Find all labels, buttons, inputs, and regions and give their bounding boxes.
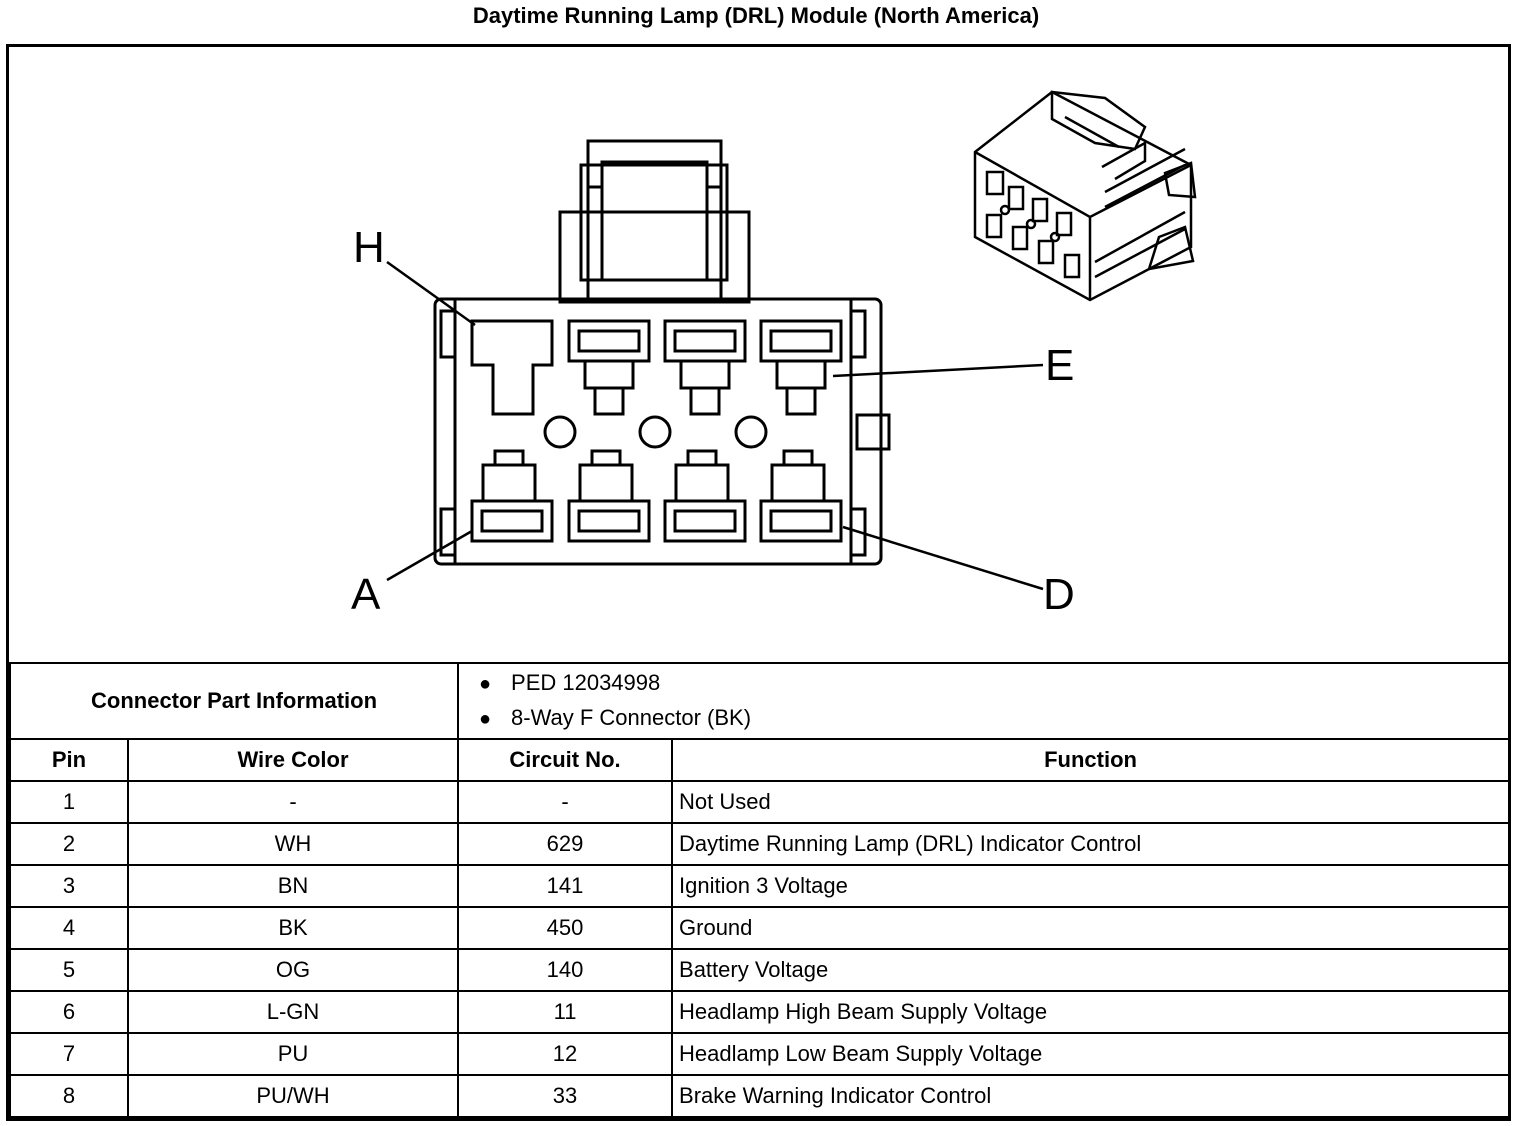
cavity-f <box>663 319 747 416</box>
circuit-cell: 11 <box>457 990 674 1034</box>
connector-info-list: PED 12034998 8-Way F Connector (BK) <box>457 662 1511 740</box>
pin-label-d: D <box>1043 570 1075 619</box>
table-header-row: Pin Wire Color Circuit No. Function <box>9 738 1511 782</box>
function-cell: Headlamp High Beam Supply Voltage <box>671 990 1511 1034</box>
latch-arm <box>586 139 723 302</box>
wire-color-cell: OG <box>126 948 460 992</box>
pin-cell: 1 <box>9 780 129 824</box>
table-row: 4 BK 450 Ground <box>9 906 1511 950</box>
table-row: 5 OG 140 Battery Voltage <box>9 948 1511 992</box>
pin-cell: 6 <box>9 990 129 1034</box>
header-pin: Pin <box>9 738 129 782</box>
connector-info-row: Connector Part Information PED 12034998 … <box>8 662 1511 740</box>
function-cell: Not Used <box>671 780 1511 824</box>
table-row: 7 PU 12 Headlamp Low Beam Supply Voltage <box>9 1032 1511 1076</box>
leader-h <box>386 260 476 327</box>
table-row: 8 PU/WH 33 Brake Warning Indicator Contr… <box>9 1074 1511 1118</box>
function-cell: Battery Voltage <box>671 948 1511 992</box>
cavity-a <box>470 449 554 543</box>
cavity-c <box>663 449 747 543</box>
diagram-frame: H E A D Connector Part Information PED 1… <box>6 44 1511 1121</box>
leader-a <box>386 529 473 582</box>
cavity-e <box>759 319 843 416</box>
connector-info-item: PED 12034998 <box>479 666 1508 701</box>
pin-cell: 8 <box>9 1074 129 1118</box>
function-cell: Ground <box>671 906 1511 950</box>
wire-color-cell: WH <box>126 822 460 866</box>
header-function: Function <box>671 738 1511 782</box>
table-row: 6 L-GN 11 Headlamp High Beam Supply Volt… <box>9 990 1511 1034</box>
wire-color-cell: PU <box>126 1032 460 1076</box>
connector-info-item: 8-Way F Connector (BK) <box>479 701 1508 736</box>
wire-color-cell: - <box>126 780 460 824</box>
wire-color-cell: BK <box>126 906 460 950</box>
pin-label-a: A <box>351 570 381 619</box>
connector-diagram: H E A D <box>9 47 1508 662</box>
connector-info-label: Connector Part Information <box>8 662 460 740</box>
circuit-cell: 629 <box>457 822 674 866</box>
cavity-d <box>759 449 843 543</box>
cavity-h <box>470 319 554 416</box>
circuit-cell: 140 <box>457 948 674 992</box>
connector-3d-thumbnail <box>973 90 1197 302</box>
pin-cell: 7 <box>9 1032 129 1076</box>
function-cell: Ignition 3 Voltage <box>671 864 1511 908</box>
pin-cell: 3 <box>9 864 129 908</box>
leader-d <box>842 525 1044 591</box>
pinout-table: Connector Part Information PED 12034998 … <box>8 662 1511 1118</box>
table-row: 2 WH 629 Daytime Running Lamp (DRL) Indi… <box>9 822 1511 866</box>
connector-face-drawing: H E A D <box>351 90 1197 619</box>
latch-body <box>558 210 751 304</box>
circuit-cell: 12 <box>457 1032 674 1076</box>
cavity-g <box>567 319 651 416</box>
function-cell: Daytime Running Lamp (DRL) Indicator Con… <box>671 822 1511 866</box>
circuit-cell: 141 <box>457 864 674 908</box>
circuit-cell: 33 <box>457 1074 674 1118</box>
pin-cell: 4 <box>9 906 129 950</box>
leader-e <box>832 363 1044 378</box>
function-cell: Headlamp Low Beam Supply Voltage <box>671 1032 1511 1076</box>
pin-cell: 5 <box>9 948 129 992</box>
pin-label-h: H <box>353 223 385 272</box>
header-circuit: Circuit No. <box>457 738 674 782</box>
side-key <box>855 413 891 451</box>
table-row: 3 BN 141 Ignition 3 Voltage <box>9 864 1511 908</box>
cavity-b <box>567 449 651 543</box>
circuit-cell: 450 <box>457 906 674 950</box>
wire-color-cell: BN <box>126 864 460 908</box>
connector-body <box>453 297 853 566</box>
pin-label-e: E <box>1045 341 1074 390</box>
pin-cell: 2 <box>9 822 129 866</box>
table-row: 1 - - Not Used <box>9 780 1511 824</box>
page-title: Daytime Running Lamp (DRL) Module (North… <box>472 3 1040 28</box>
function-cell: Brake Warning Indicator Control <box>671 1074 1511 1118</box>
header-wire-color: Wire Color <box>126 738 460 782</box>
wire-color-cell: L-GN <box>126 990 460 1034</box>
circuit-cell: - <box>457 780 674 824</box>
wire-color-cell: PU/WH <box>126 1074 460 1118</box>
